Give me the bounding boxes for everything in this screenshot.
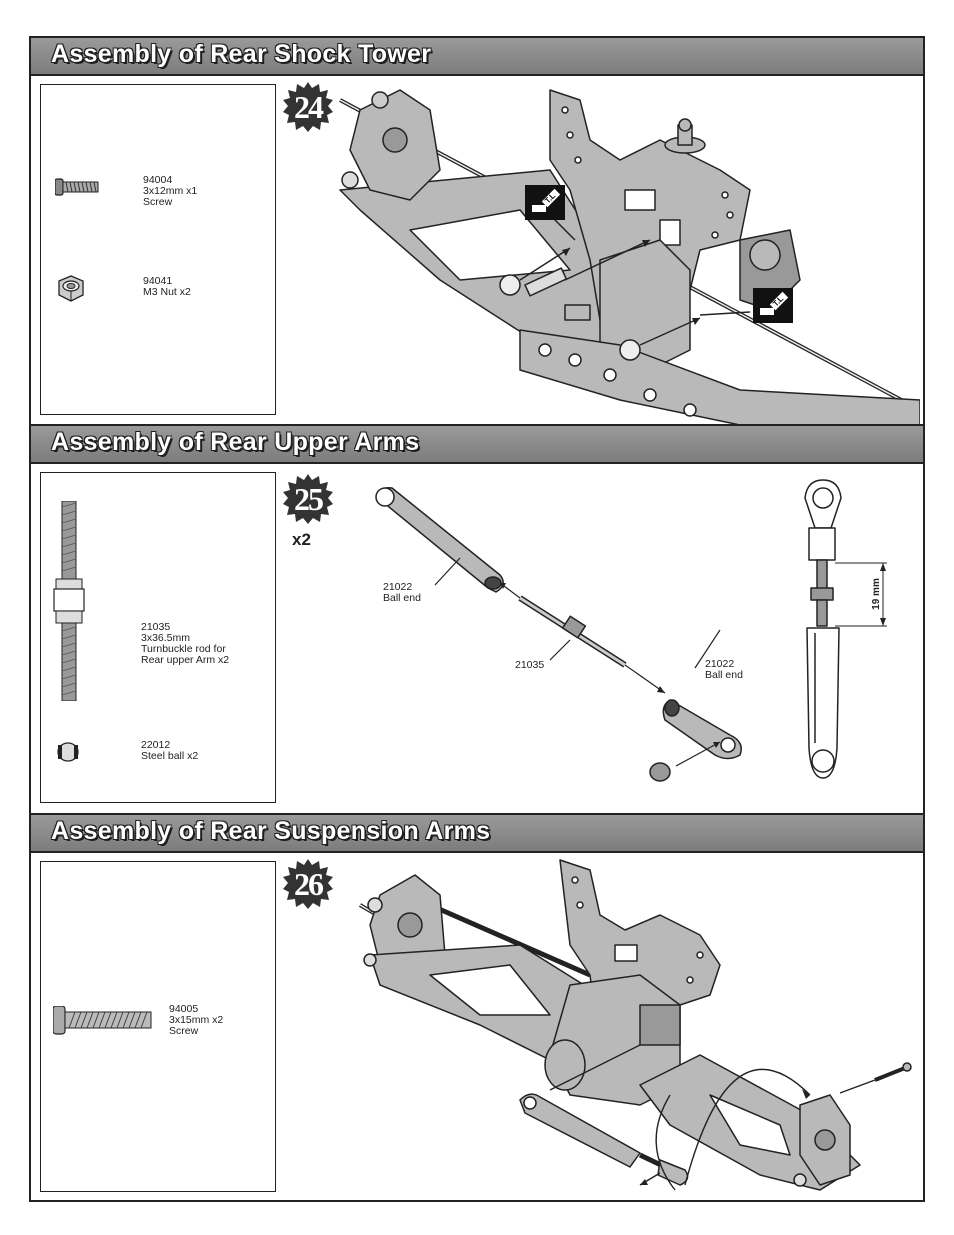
step-badge-26: 26 [283, 859, 333, 909]
part-name: Screw [143, 196, 173, 208]
parts-box-upper-arms: 21035 3x36.5mm Turnbuckle rod for Rear u… [40, 472, 276, 803]
thread-lock-icon: T.L [753, 288, 793, 323]
shock-tower-illustration: T.L T.L [339, 89, 920, 425]
part-info-94041: 94041 M3 Nut x2 [143, 276, 191, 298]
section-header-upper-arms: Assembly of Rear Upper Arms [29, 424, 925, 464]
lock-nut-icon [58, 275, 84, 302]
turnbuckle-rod-icon [53, 501, 85, 701]
long-screw-icon [53, 1006, 152, 1035]
button-head-screw-icon [55, 178, 99, 196]
callout-code: 21022 [383, 581, 413, 593]
starburst-icon [283, 859, 333, 909]
parts-box-shock-tower: 94004 3x12mm x1 Screw 94041 M3 Nut x2 [40, 84, 276, 415]
upper-arm-exploded-illustration [375, 486, 742, 782]
callout-name: Ball end [383, 592, 421, 604]
section-header-suspension-arms: Assembly of Rear Suspension Arms [29, 813, 925, 853]
steel-ball-icon [57, 742, 79, 762]
part-code: 21035 [141, 621, 171, 633]
section-header-shock-tower: Assembly of Rear Shock Tower [29, 36, 925, 76]
callout-rod: 21035 [515, 660, 544, 671]
part-size: 3x15mm x2 [169, 1014, 224, 1026]
callout-ball-end-top: 21022 Ball end [383, 582, 421, 604]
step-number: 24 [294, 89, 324, 125]
section-title: Assembly of Rear Shock Tower [51, 40, 432, 68]
part-code: 94005 [169, 1003, 199, 1015]
assembled-upper-arm-illustration: 19 mm [804, 479, 887, 779]
part-info-94005: 94005 3x15mm x2 Screw [169, 1004, 223, 1037]
part-name: Turnbuckle rod for [141, 643, 226, 655]
part-name-line2: Rear upper Arm x2 [141, 654, 230, 666]
step-badge-25: 25 [283, 474, 333, 524]
section-title: Assembly of Rear Suspension Arms [51, 817, 491, 845]
part-info-94004: 94004 3x12mm x1 Screw [143, 175, 197, 208]
section-title: Assembly of Rear Upper Arms [51, 428, 420, 456]
part-size: 3x12mm x1 [143, 185, 198, 197]
suspension-arms-illustration [358, 859, 912, 1191]
thread-lock-icon: T.L [525, 185, 565, 220]
part-info-22012: 22012 Steel ball x2 [141, 740, 198, 762]
part-code: 94041 [143, 275, 173, 287]
callout-ball-end-bottom: 21022 Ball end [705, 659, 743, 681]
callout-code: 21022 [705, 658, 735, 670]
part-name: Screw [169, 1025, 199, 1037]
callout-code: 21035 [515, 659, 545, 671]
quantity-multiplier: x2 [292, 530, 311, 549]
dimension-label: 19 mm [871, 578, 882, 610]
callout-name: Ball end [705, 669, 743, 681]
part-code: 22012 [141, 739, 171, 751]
part-size: M3 Nut x2 [143, 286, 191, 298]
parts-box-suspension-arms: 94005 3x15mm x2 Screw [40, 861, 276, 1192]
step-badge-24: 24 [283, 82, 333, 132]
step-number: 25 [294, 481, 324, 517]
starburst-icon [283, 474, 333, 524]
part-code: 94004 [143, 174, 173, 186]
part-size: Steel ball x2 [141, 750, 199, 762]
part-size: 3x36.5mm [141, 632, 191, 644]
step-number: 26 [294, 866, 324, 902]
part-info-21035: 21035 3x36.5mm Turnbuckle rod for Rear u… [141, 622, 229, 666]
starburst-icon [283, 82, 333, 132]
